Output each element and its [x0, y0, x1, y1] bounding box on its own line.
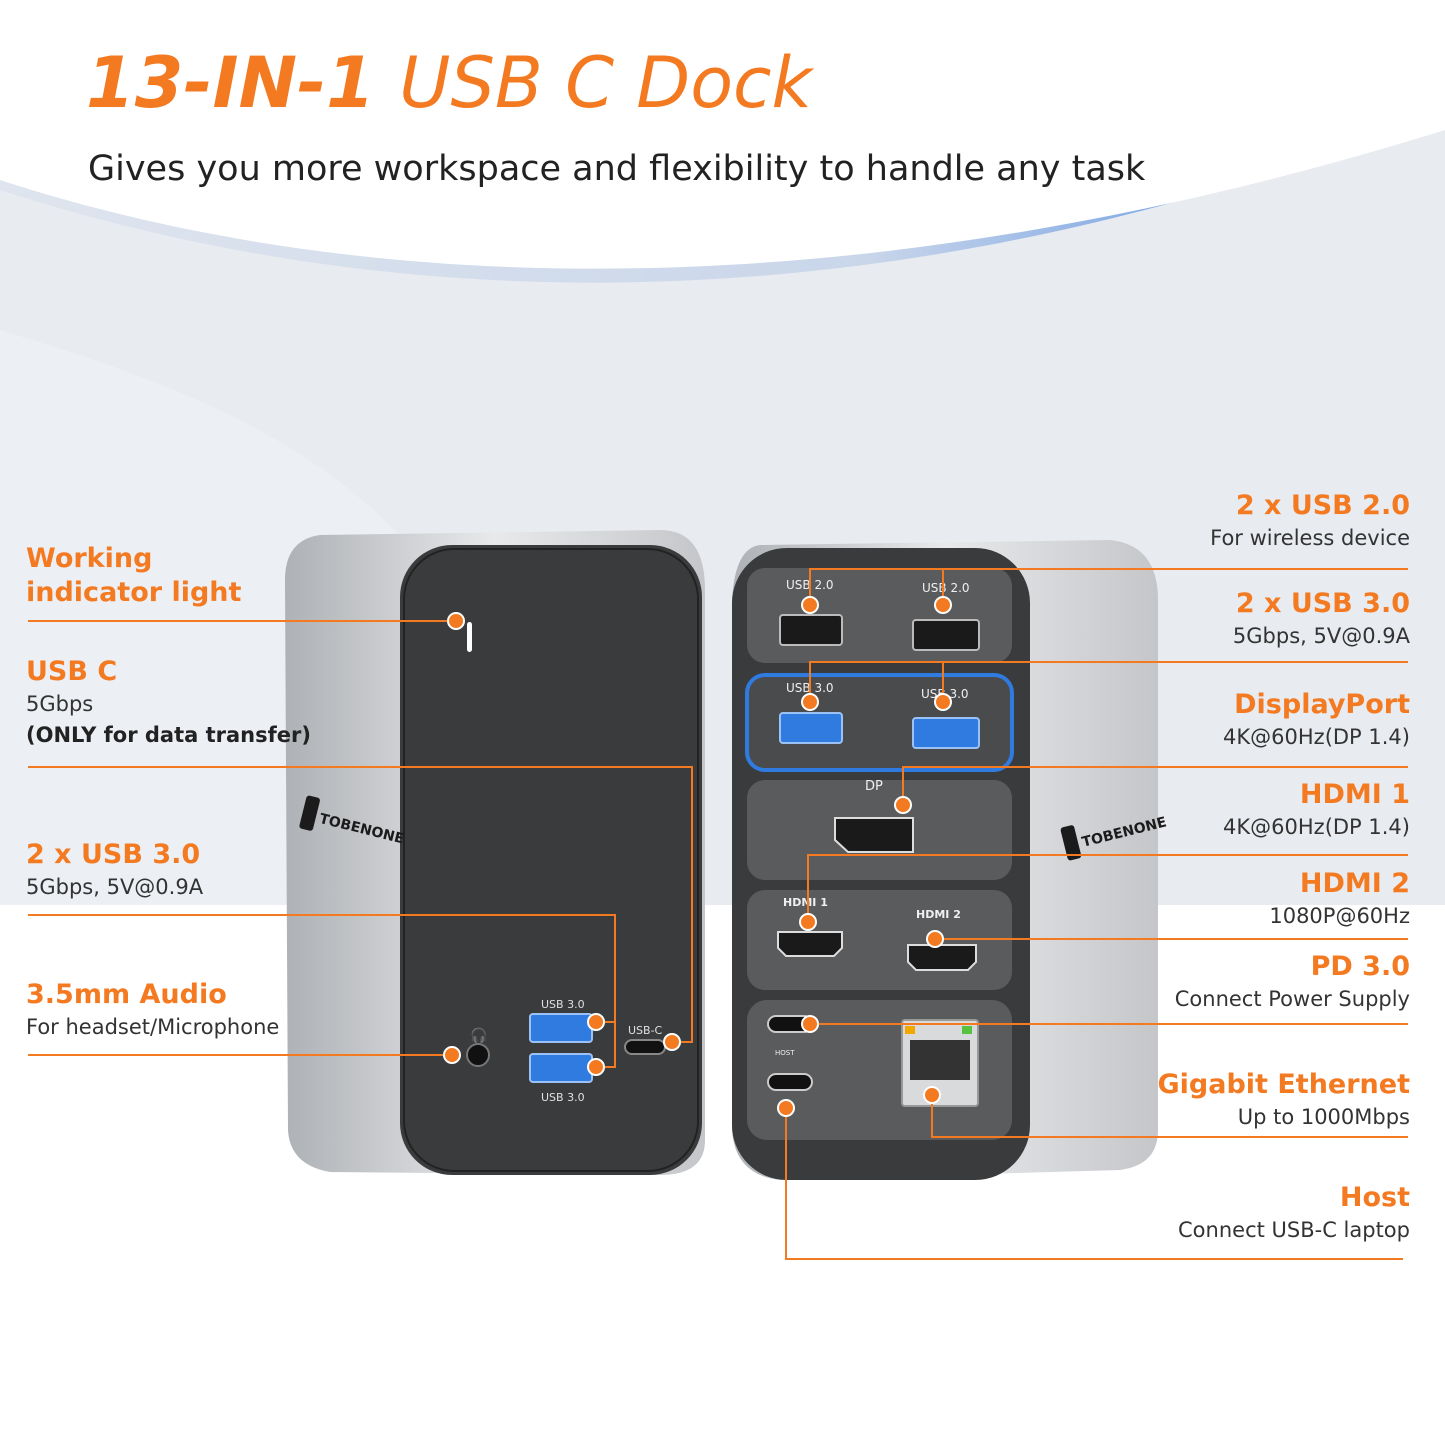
- back-dp-label: DP: [865, 779, 883, 794]
- front-dock: TOBENONE 🎧 USB 3.0 USB 3.0 USB-C: [285, 530, 705, 1175]
- callout-hdmi1: HDMI 1 4K@60Hz(DP 1.4): [1223, 778, 1410, 843]
- svg-text:🎧: 🎧: [470, 1027, 487, 1044]
- callout-desc: 5Gbps, 5V@0.9A: [26, 875, 204, 899]
- callout-title: Working: [26, 543, 153, 574]
- callout-title: DisplayPort: [1234, 689, 1410, 720]
- indicator-light: [467, 622, 472, 652]
- callout-title: 2 x USB 3.0: [26, 839, 201, 870]
- back-usb30-port: [779, 712, 843, 744]
- callout-ethernet: Gigabit Ethernet Up to 1000Mbps: [1158, 1068, 1411, 1133]
- callout-usb30-back: 2 x USB 3.0 5Gbps, 5V@0.9A: [1233, 587, 1410, 652]
- callout-desc: 1080P@60Hz: [1269, 904, 1410, 928]
- back-hdmi1-port: [777, 931, 843, 957]
- front-usbc-label: USB-C: [628, 1024, 663, 1037]
- callout-desc: 4K@60Hz(DP 1.4): [1223, 815, 1410, 839]
- back-dock: USB 2.0 USB 2.0 USB 3.0 USB 3.0 DP HDMI …: [732, 540, 1168, 1180]
- callout-title: 2 x USB 2.0: [1235, 490, 1410, 521]
- callout-hdmi2: HDMI 2 1080P@60Hz: [1269, 867, 1410, 932]
- page-subtitle: Gives you more workspace and flexibility…: [88, 149, 1146, 189]
- callout-title: 2 x USB 3.0: [1235, 588, 1410, 619]
- front-usb-top-label: USB 3.0: [541, 998, 585, 1011]
- title-regular: USB C Dock: [399, 42, 813, 124]
- callout-desc: Connect Power Supply: [1174, 987, 1410, 1011]
- callout-title: indicator light: [26, 577, 242, 608]
- back-displayport-port: [834, 817, 914, 853]
- back-usb30-port: [912, 717, 980, 749]
- callout-desc: Up to 1000Mbps: [1237, 1105, 1410, 1129]
- callout-desc: 5Gbps: [26, 692, 94, 716]
- callout-indicator: Working indicator light: [26, 542, 241, 610]
- callout-usb20: 2 x USB 2.0 For wireless device: [1210, 489, 1410, 554]
- callout-desc: For headset/Microphone: [26, 1015, 280, 1039]
- callout-lines: [28, 568, 1408, 1260]
- callout-audio: 3.5mm Audio For headset/Microphone: [26, 978, 279, 1043]
- front-usbc-port: [624, 1039, 666, 1055]
- front-usb30-port: [529, 1013, 593, 1043]
- callout-desc: (ONLY for data transfer): [26, 723, 311, 747]
- callout-title: Gigabit Ethernet: [1157, 1069, 1411, 1100]
- front-usb-bottom-label: USB 3.0: [541, 1091, 585, 1104]
- front-usb30-port: [529, 1053, 593, 1083]
- callout-title: USB C: [26, 656, 118, 687]
- callout-title: PD 3.0: [1310, 951, 1410, 982]
- back-host-port: [767, 1073, 813, 1091]
- title-bold: 13-IN-1: [86, 42, 375, 124]
- back-hdmi2-port: [907, 944, 977, 971]
- callout-pd: PD 3.0 Connect Power Supply: [1175, 950, 1410, 1015]
- page-title: 13-IN-1 USB C Dock: [86, 40, 812, 126]
- back-hdmi2-label: HDMI 2: [916, 908, 961, 921]
- callout-usbc: USB C 5Gbps (ONLY for data transfer): [26, 655, 311, 751]
- audio-jack: [466, 1043, 490, 1067]
- callout-dots: [443, 596, 952, 1117]
- callout-desc: 4K@60Hz(DP 1.4): [1223, 725, 1410, 749]
- back-host-label: HOST: [775, 1049, 795, 1057]
- back-usb20-right-label: USB 2.0: [922, 581, 970, 595]
- callout-title: 3.5mm Audio: [26, 979, 227, 1010]
- callout-desc: Connect USB-C laptop: [1178, 1218, 1410, 1242]
- callout-desc: For wireless device: [1210, 526, 1410, 550]
- back-hdmi1-label: HDMI 1: [783, 896, 828, 909]
- callout-title: HDMI 1: [1299, 779, 1410, 810]
- callout-usb30-front: 2 x USB 3.0 5Gbps, 5V@0.9A: [26, 838, 203, 903]
- back-usb20-port: [779, 614, 843, 646]
- callout-displayport: DisplayPort 4K@60Hz(DP 1.4): [1223, 688, 1410, 753]
- callout-host: Host Connect USB-C laptop: [1178, 1181, 1410, 1246]
- callout-title: HDMI 2: [1299, 868, 1410, 899]
- callout-desc: 5Gbps, 5V@0.9A: [1232, 624, 1410, 648]
- back-usb20-port: [912, 619, 980, 651]
- callout-title: Host: [1339, 1182, 1410, 1213]
